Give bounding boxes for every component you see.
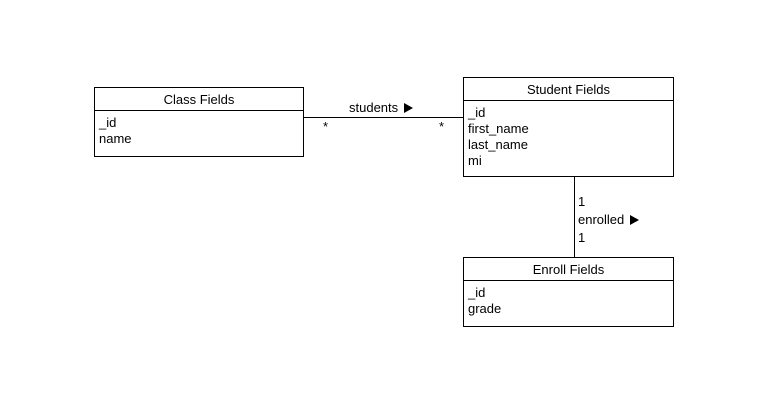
student-field-id: _id <box>468 105 486 120</box>
student-fields-title: Student Fields <box>464 78 673 101</box>
student-fields-list: _id first_name last_name mi <box>464 101 673 169</box>
class-fields-box[interactable]: Class Fields _id name <box>94 87 304 157</box>
students-target-multiplicity: * <box>439 119 445 134</box>
student-field-last-name: last_name <box>468 137 528 152</box>
enrolled-target-multiplicity: 1 <box>578 230 586 245</box>
enroll-fields-title: Enroll Fields <box>464 258 673 281</box>
enroll-field-id: _id <box>468 285 486 300</box>
students-association-line[interactable] <box>304 117 463 118</box>
student-field-first-name: first_name <box>468 121 529 136</box>
enrolled-association-label-group: enrolled <box>578 212 640 227</box>
student-field-mi: mi <box>468 153 482 168</box>
triangle-right-icon <box>404 103 414 113</box>
class-fields-title: Class Fields <box>95 88 303 111</box>
students-association-label-group: students <box>349 100 414 115</box>
triangle-right-icon <box>630 215 640 225</box>
enroll-fields-box[interactable]: Enroll Fields _id grade <box>463 257 674 327</box>
enrolled-association-label: enrolled <box>578 212 625 227</box>
enrolled-source-multiplicity: 1 <box>578 194 586 209</box>
class-field-name: name <box>99 131 132 146</box>
enrolled-association-line[interactable] <box>574 177 575 257</box>
students-source-multiplicity: * <box>323 119 329 134</box>
class-field-id: _id <box>99 115 117 130</box>
enroll-fields-list: _id grade <box>464 281 673 317</box>
students-association-label: students <box>349 100 399 115</box>
enroll-field-grade: grade <box>468 301 502 316</box>
class-fields-list: _id name <box>95 111 303 147</box>
student-fields-box[interactable]: Student Fields _id first_name last_name … <box>463 77 674 177</box>
